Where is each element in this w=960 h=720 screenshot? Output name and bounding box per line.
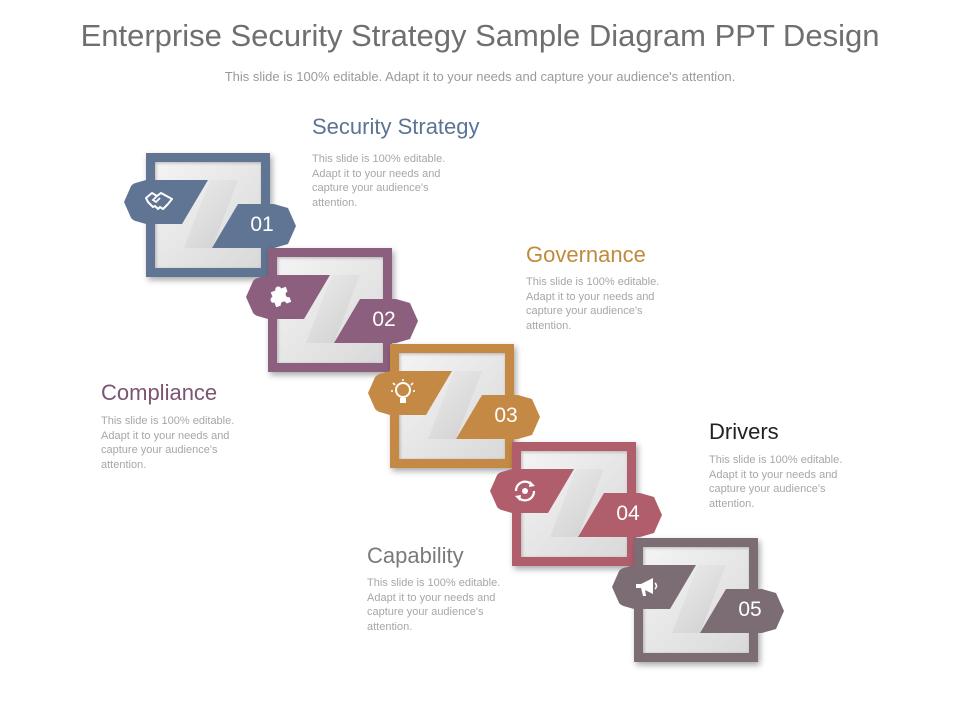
security-strategy-label: Security Strategy (312, 114, 480, 139)
step-number: 02 (372, 308, 396, 331)
drivers-label: Drivers (709, 419, 779, 444)
security-strategy-text: This slide is 100% editable. Adapt it to… (312, 153, 446, 209)
refresh-gear-icon (510, 476, 540, 506)
step-05: 05 (612, 538, 784, 668)
lightbulb-icon (388, 378, 418, 408)
step-number: 04 (616, 502, 640, 525)
step-number: 01 (250, 213, 274, 236)
step-04: 04 (490, 442, 662, 572)
slide-title: Enterprise Security Strategy Sample Diag… (80, 18, 880, 53)
handshake-icon (144, 187, 174, 217)
capability-text: This slide is 100% editable. Adapt it to… (367, 577, 501, 633)
puzzle-icon (266, 282, 296, 312)
capability-label: Capability (367, 543, 464, 568)
compliance-label: Compliance (101, 380, 218, 405)
slide-subtitle: This slide is 100% editable. Adapt it to… (224, 69, 736, 84)
step-number: 03 (494, 404, 518, 427)
step-number: 05 (738, 598, 762, 621)
step-02: 02 (246, 248, 418, 378)
megaphone-icon (632, 572, 662, 602)
step-03: 03 (368, 344, 540, 474)
governance-label: Governance (526, 242, 646, 267)
governance-text: This slide is 100% editable. Adapt it to… (526, 276, 660, 332)
compliance-text: This slide is 100% editable. Adapt it to… (101, 415, 235, 471)
drivers-text: This slide is 100% editable. Adapt it to… (709, 454, 843, 510)
step-01: 01 (124, 153, 296, 283)
